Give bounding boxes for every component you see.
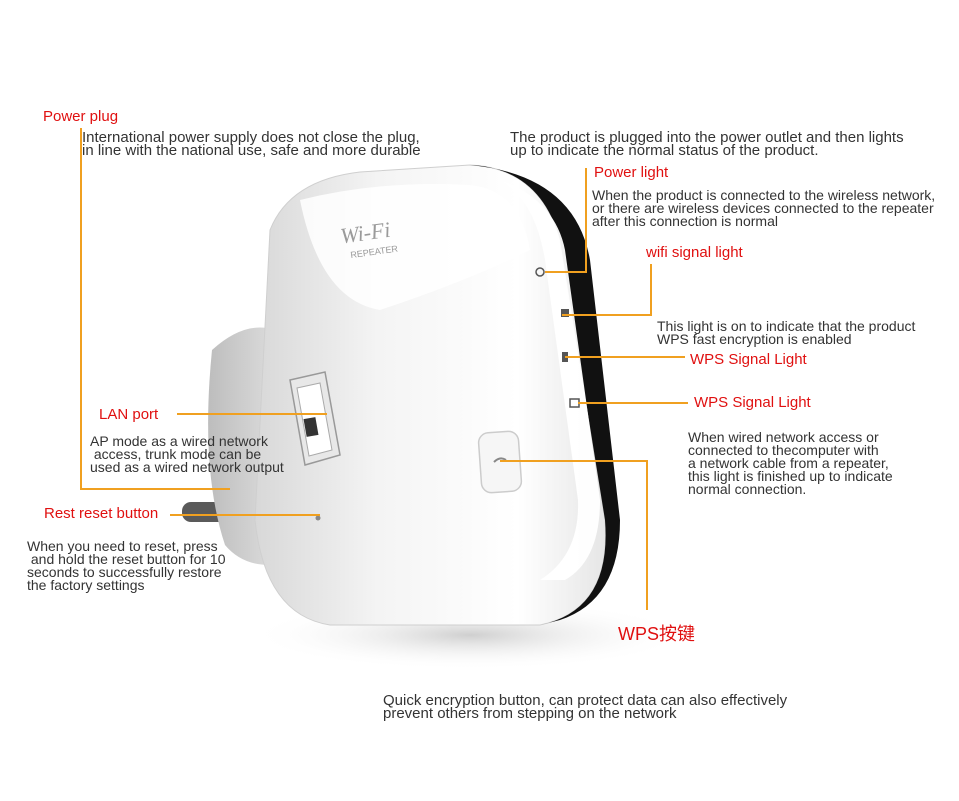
leader-wifi-light-horizontal bbox=[562, 314, 652, 316]
leader-power-plug-vertical bbox=[80, 128, 82, 490]
leader-power-light-horizontal bbox=[545, 271, 587, 273]
power-plug-description: International power supply does not clos… bbox=[82, 129, 421, 159]
power-plug-label: Power plug bbox=[43, 108, 119, 125]
power-light-description: When the product is connected to the wir… bbox=[592, 187, 936, 229]
leader-wps-button-vertical bbox=[646, 460, 648, 610]
power-light-label: Power light bbox=[594, 164, 669, 181]
leader-power-plug-horizontal bbox=[80, 488, 230, 490]
leader-wifi-light-vertical bbox=[650, 264, 652, 316]
front-panel bbox=[470, 165, 620, 625]
lan-port-graphic bbox=[289, 371, 341, 466]
wps-button-description: Quick encryption button, can protect dat… bbox=[383, 692, 788, 722]
leader-wps-light-1 bbox=[565, 356, 685, 358]
reset-button-label: Rest reset button bbox=[44, 505, 159, 522]
wps-signal-light-1-label: WPS Signal Light bbox=[690, 351, 807, 368]
power-status-description: The product is plugged into the power ou… bbox=[510, 129, 904, 159]
wps-button-graphic bbox=[477, 430, 523, 494]
lan-port-label: LAN port bbox=[99, 406, 159, 423]
reset-button-description: When you need to reset, press and hold t… bbox=[27, 538, 226, 593]
wps-signal-light-2-description: When wired network access or connected t… bbox=[688, 429, 893, 497]
wps-button-label: WPS按键 bbox=[618, 624, 696, 644]
leader-power-light-vertical bbox=[585, 168, 587, 272]
leader-wps-button-horizontal bbox=[500, 460, 648, 462]
wifi-signal-light-description: This light is on to indicate that the pr… bbox=[657, 318, 916, 347]
lan-port-description: AP mode as a wired network access, trunk… bbox=[90, 433, 284, 475]
leader-reset-button bbox=[170, 514, 320, 516]
leader-lan-port bbox=[177, 413, 327, 415]
front-panel-inner bbox=[500, 180, 600, 580]
reset-hole bbox=[315, 515, 321, 521]
leader-wps-light-2 bbox=[578, 402, 688, 404]
wifi-signal-light-label: wifi signal light bbox=[646, 244, 743, 261]
body-highlight bbox=[300, 184, 530, 310]
wps-signal-light-2-label: WPS Signal Light bbox=[694, 394, 811, 411]
